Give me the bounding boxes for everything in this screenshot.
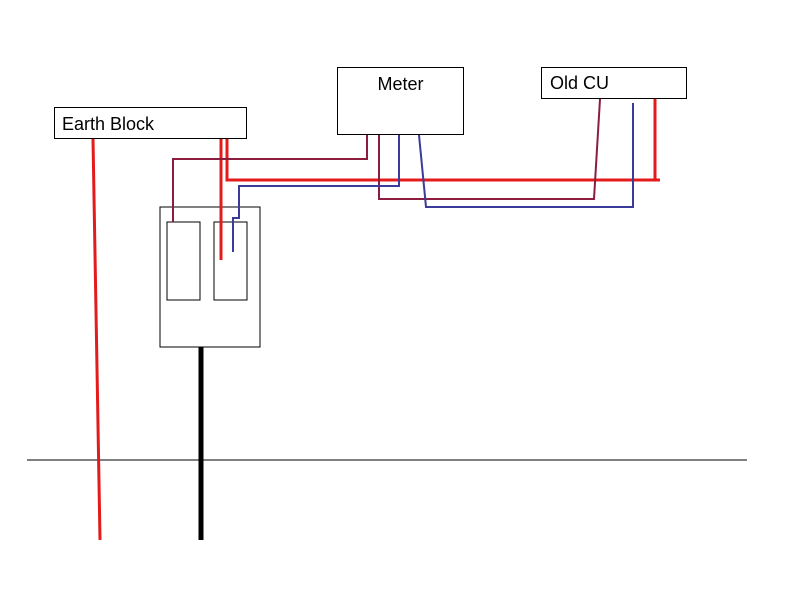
earth-block-red-wire: [91, 138, 102, 541]
cutout-to-meter-blue-wire: [232, 135, 400, 252]
old-cu-label: Old CU: [541, 67, 687, 99]
earth-block-label: Earth Block: [54, 107, 247, 139]
meter-to-old-cu-brown-wire: [378, 98, 601, 200]
meter-text: Meter: [377, 74, 424, 94]
meter-to-old-cu-blue-wire: [418, 103, 634, 208]
meter-label: Meter: [337, 67, 464, 135]
earth-block-text: Earth Block: [62, 114, 155, 134]
cutout-left-terminal: [166, 221, 201, 301]
old-cu-text: Old CU: [550, 73, 610, 93]
cutout-to-meter-brown-wire: [172, 135, 368, 222]
cutout-right-terminal: [213, 221, 248, 301]
